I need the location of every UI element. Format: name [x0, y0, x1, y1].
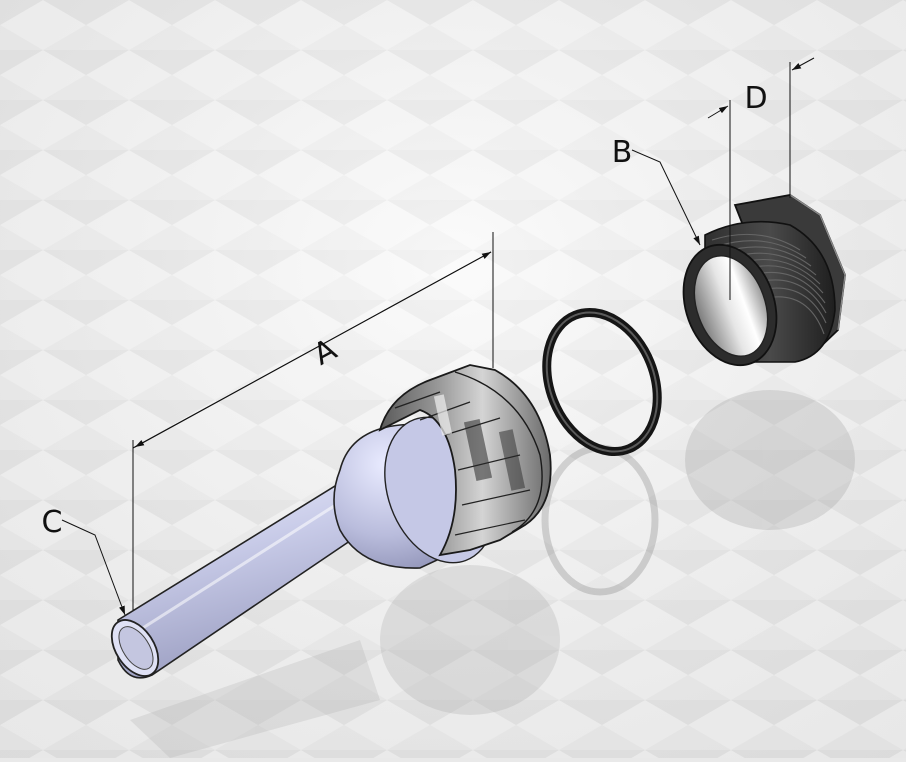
label-d: D: [744, 81, 767, 116]
dimension-d-line-left: [707, 105, 729, 119]
label-b: B: [612, 135, 633, 170]
dimension-d-line-right: [791, 57, 815, 71]
union-nut: [378, 364, 552, 557]
floor-reflections: [130, 390, 855, 758]
o-ring: [542, 307, 662, 457]
dimension-lines: [61, 57, 815, 616]
dimension-c-leader: [61, 519, 126, 616]
label-c: C: [42, 505, 63, 540]
adapter-bore: [693, 255, 769, 357]
dimension-b-leader: [631, 149, 701, 246]
threaded-adapter: [682, 194, 846, 367]
hose-tail-assembly: [110, 364, 552, 679]
